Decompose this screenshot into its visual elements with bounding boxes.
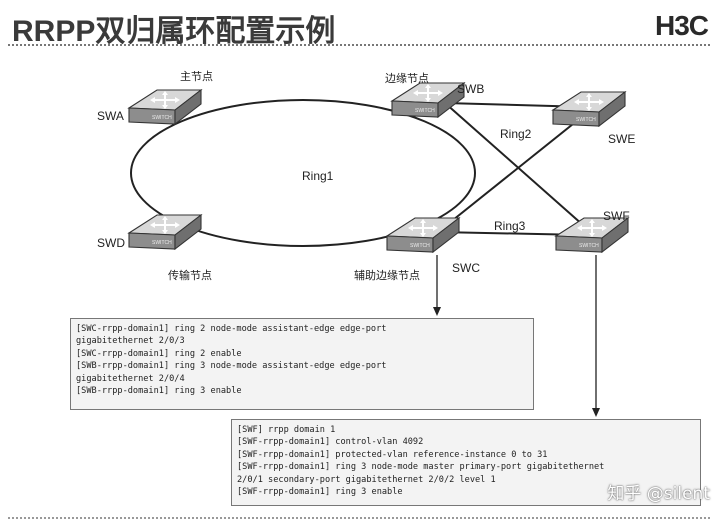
swf-config-box: [SWF] rrpp domain 1 [SWF-rrpp-domain1] co… — [231, 419, 701, 506]
config-line: [SWC-rrpp-domain1] ring 2 enable — [76, 348, 242, 359]
config-line: [SWF] rrpp domain 1 — [237, 425, 336, 435]
swf-chip-label: SWITCH — [579, 243, 599, 249]
switch-swe-icon: SWITCH — [552, 91, 626, 127]
config-line: [SWF-rrpp-domain1] ring 3 node-mode mast… — [237, 462, 605, 473]
watermark: 知乎 @silent — [607, 484, 710, 504]
config-line: [SWF-rrpp-domain1] control-vlan 4092 — [237, 437, 424, 448]
config-line: 2/0/1 secondary-port gigabitethernet 2/0… — [237, 474, 496, 485]
switch-swf-icon: SWITCH — [555, 217, 629, 253]
callout-arrow-swf — [592, 408, 600, 417]
bottom-divider — [8, 517, 710, 519]
swc-label: SWC — [452, 261, 480, 275]
switch-swa-icon: SWITCH — [128, 89, 202, 125]
swb-role-label: 边缘节点 — [385, 72, 429, 85]
config-line: [SWF-rrpp-domain1] protected-vlan refere… — [237, 449, 548, 460]
switch-swb-icon: SWITCH — [391, 82, 465, 118]
swd-role-label: 传输节点 — [168, 268, 212, 282]
swd-chip-label: SWITCH — [152, 240, 172, 246]
ring2-label: Ring2 — [500, 127, 532, 141]
switch-swc-icon: SWITCH — [386, 217, 460, 253]
config-line: gigabitethernet 2/0/3 — [76, 336, 185, 347]
ring1-path — [130, 99, 476, 247]
config-line: gigabitethernet 2/0/4 — [76, 373, 185, 384]
swb-label: SWB — [457, 82, 484, 96]
link-swc-swe — [437, 111, 589, 233]
swd-label: SWD — [97, 236, 125, 250]
config-line: [SWC-rrpp-domain1] ring 2 node-mode assi… — [76, 324, 387, 334]
swa-chip-label: SWITCH — [152, 115, 172, 121]
ring3-label: Ring3 — [494, 219, 526, 233]
swa-role-label: 主节点 — [180, 70, 213, 83]
ring1-label: Ring1 — [302, 169, 334, 183]
callout-arrow-swc — [433, 307, 441, 316]
swf-label: SWF — [603, 209, 630, 223]
config-line: [SWF-rrpp-domain1] ring 3 enable — [237, 487, 403, 498]
swc-config-box: [SWC-rrpp-domain1] ring 2 node-mode assi… — [70, 318, 534, 410]
page-title: RRPP双归属环配置示例 — [12, 15, 336, 48]
swa-label: SWA — [97, 109, 124, 123]
swe-label: SWE — [608, 132, 635, 146]
switch-swd-icon: SWITCH — [128, 214, 202, 250]
title-divider — [8, 44, 710, 46]
config-line: [SWB-rrpp-domain1] ring 3 node-mode assi… — [76, 361, 387, 372]
swc-role-label: 辅助边缘节点 — [354, 268, 420, 282]
swb-chip-label: SWITCH — [415, 108, 435, 114]
h3c-logo: H3C — [654, 10, 709, 41]
config-line: [SWB-rrpp-domain1] ring 3 enable — [76, 386, 242, 397]
swc-chip-label: SWITCH — [410, 243, 430, 249]
swe-chip-label: SWITCH — [576, 117, 596, 123]
